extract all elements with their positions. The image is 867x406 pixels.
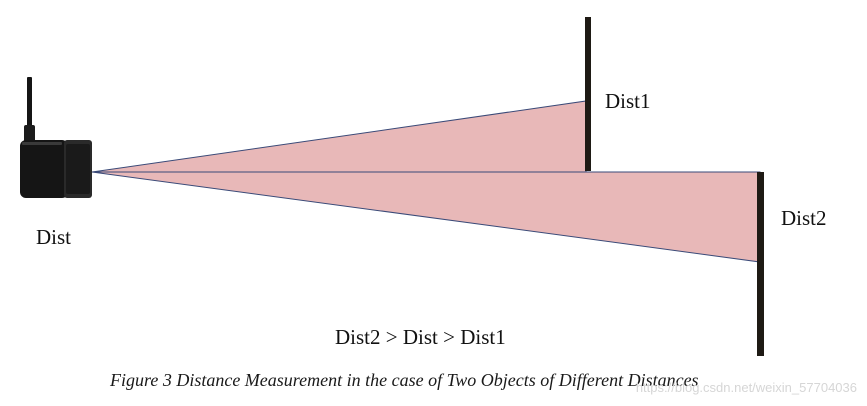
beam-far [91, 171, 761, 263]
near-wall [585, 17, 591, 171]
figure-caption: Figure 3 Distance Measurement in the cas… [109, 370, 699, 390]
object1-label: Dist1 [605, 89, 651, 113]
lidar-sensor-icon [20, 77, 92, 198]
relation-label: Dist2 > Dist > Dist1 [335, 325, 506, 349]
object2-label: Dist2 [781, 206, 827, 230]
watermark: https://blog.csdn.net/weixin_57704036 [636, 380, 857, 395]
sensor-label: Dist [36, 225, 71, 249]
far-wall [757, 172, 764, 356]
beam-near [91, 100, 587, 173]
